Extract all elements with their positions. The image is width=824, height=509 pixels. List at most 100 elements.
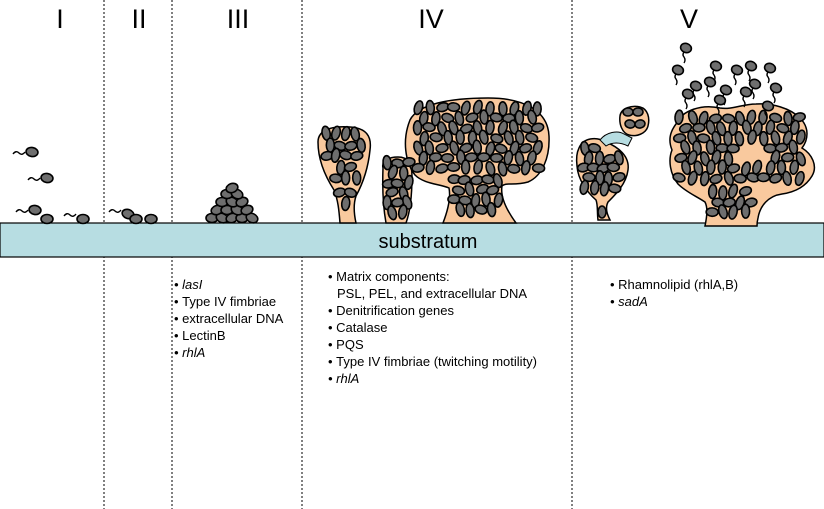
bacterial-cells [12, 99, 807, 225]
bacterium-cell [514, 150, 525, 167]
bacterium-cell [733, 173, 747, 184]
stage-label-1: I [56, 4, 64, 34]
bacterium-cell [765, 119, 776, 135]
bacterium-cell [443, 129, 454, 146]
bacterium-cell [672, 172, 686, 183]
bacterium-cell [40, 172, 54, 184]
bacterium-cell [351, 170, 362, 186]
bacterium-cell [503, 149, 514, 166]
bacterium-cell [769, 173, 783, 184]
bacterium-cell [472, 139, 483, 155]
bacterium-cell [494, 143, 508, 154]
bacterium-cell [129, 213, 143, 225]
bacterium-cell [681, 159, 692, 176]
bacterium-cell [425, 99, 436, 116]
flagellum [15, 209, 29, 213]
bacterium-cell [696, 133, 711, 144]
flagellum [733, 73, 737, 86]
bacterium-cell [707, 183, 718, 200]
bacterium-cell [506, 163, 521, 174]
bacterium-cell [398, 165, 409, 181]
bacterium-cell [425, 159, 436, 176]
bacterium-cell [340, 170, 351, 186]
factor-item: Matrix components: [328, 268, 537, 285]
bacterium-cell [774, 142, 789, 153]
bacterium-cell [464, 181, 475, 197]
bacterium-cell [343, 161, 358, 173]
bacterium-cell [674, 109, 684, 125]
bacterium-cell [687, 170, 698, 186]
factor-item: sadA [610, 293, 738, 310]
bacterium-cell [382, 154, 392, 171]
bacterium-cell [412, 120, 423, 136]
bacterium-cell [709, 60, 723, 72]
bacterium-cell [493, 192, 504, 208]
factor-item: LectinB [174, 327, 283, 344]
bacterium-cell [740, 203, 751, 219]
bacterium-cell [728, 120, 739, 136]
bacterium-cell [497, 120, 509, 136]
bacterium-cell [678, 122, 693, 134]
bacterium-cell [794, 170, 805, 187]
bacterium-cell [460, 100, 471, 116]
bacterium-cell [776, 159, 787, 176]
bacterium-cell [518, 143, 533, 154]
bacterium-cell [738, 185, 753, 197]
bacterium-cell [782, 170, 793, 187]
dispersal-arrow [599, 131, 633, 147]
factor-item: rhlA [328, 370, 537, 387]
bacterium-cell [679, 42, 693, 54]
bacterium-cell [350, 150, 364, 162]
bacterium-cell [795, 129, 806, 145]
bacterium-cell [441, 112, 455, 124]
stage5-factor-list: Rhamnolipid (rhlA,B) sadA [610, 276, 738, 310]
bacterium-cell [343, 187, 358, 198]
bacterium-cell [330, 125, 342, 141]
bacterium-cell [440, 152, 455, 163]
stage-label-4: IV [418, 4, 444, 34]
bacterium-cell [728, 204, 739, 220]
bacterium-cell [721, 113, 736, 124]
flagellum [682, 51, 686, 64]
bacterium-cell [520, 160, 531, 176]
bacterium-cell [671, 64, 685, 76]
bacterium-cell [413, 100, 424, 116]
bacterium-cell [531, 163, 546, 174]
bacterium-cell [776, 123, 790, 134]
bacterium-cell [340, 195, 351, 212]
bacterium-cell [387, 164, 399, 180]
factor-item: rhlA [174, 344, 283, 361]
bacterium-cell [706, 159, 716, 175]
bacterium-cell [758, 130, 769, 147]
factor-item: extracellular DNA [174, 310, 283, 327]
bacterium-cell [390, 178, 405, 189]
flagellum [716, 103, 720, 116]
bacterium-cell [476, 152, 491, 163]
bacterium-cell [329, 173, 343, 184]
stage4-factor-list: Matrix components: PSL, PEL, and extrace… [328, 268, 537, 387]
bacterium-cell [429, 132, 443, 143]
bacterium-cell [356, 137, 366, 154]
factor-item-continued: PSL, PEL, and extracellular DNA [337, 286, 528, 301]
bacterium-cell [582, 172, 596, 183]
bacterium-cell [739, 86, 753, 98]
stage-label-3: III [226, 4, 250, 34]
bacterium-cell [717, 159, 728, 175]
bacterium-cell [689, 80, 703, 92]
bacterium-cell [607, 183, 622, 194]
bacterium-cell [699, 170, 710, 187]
bacterium-cell [486, 201, 497, 218]
bacterium-cell [446, 161, 461, 173]
bacterium-cell [687, 150, 698, 166]
bacterium-cell [761, 100, 775, 112]
bacterium-cell [722, 197, 737, 208]
flagellum [766, 71, 770, 84]
bacterium-cell [25, 146, 39, 158]
bacterium-cell [144, 213, 158, 225]
flagellum [108, 209, 122, 213]
bacterium-cell [514, 129, 525, 146]
bacterium-cell [726, 143, 740, 154]
factor-item: Denitrification genes [328, 302, 537, 319]
bacterium-cell [780, 152, 795, 163]
bacterium-cell [225, 182, 239, 194]
